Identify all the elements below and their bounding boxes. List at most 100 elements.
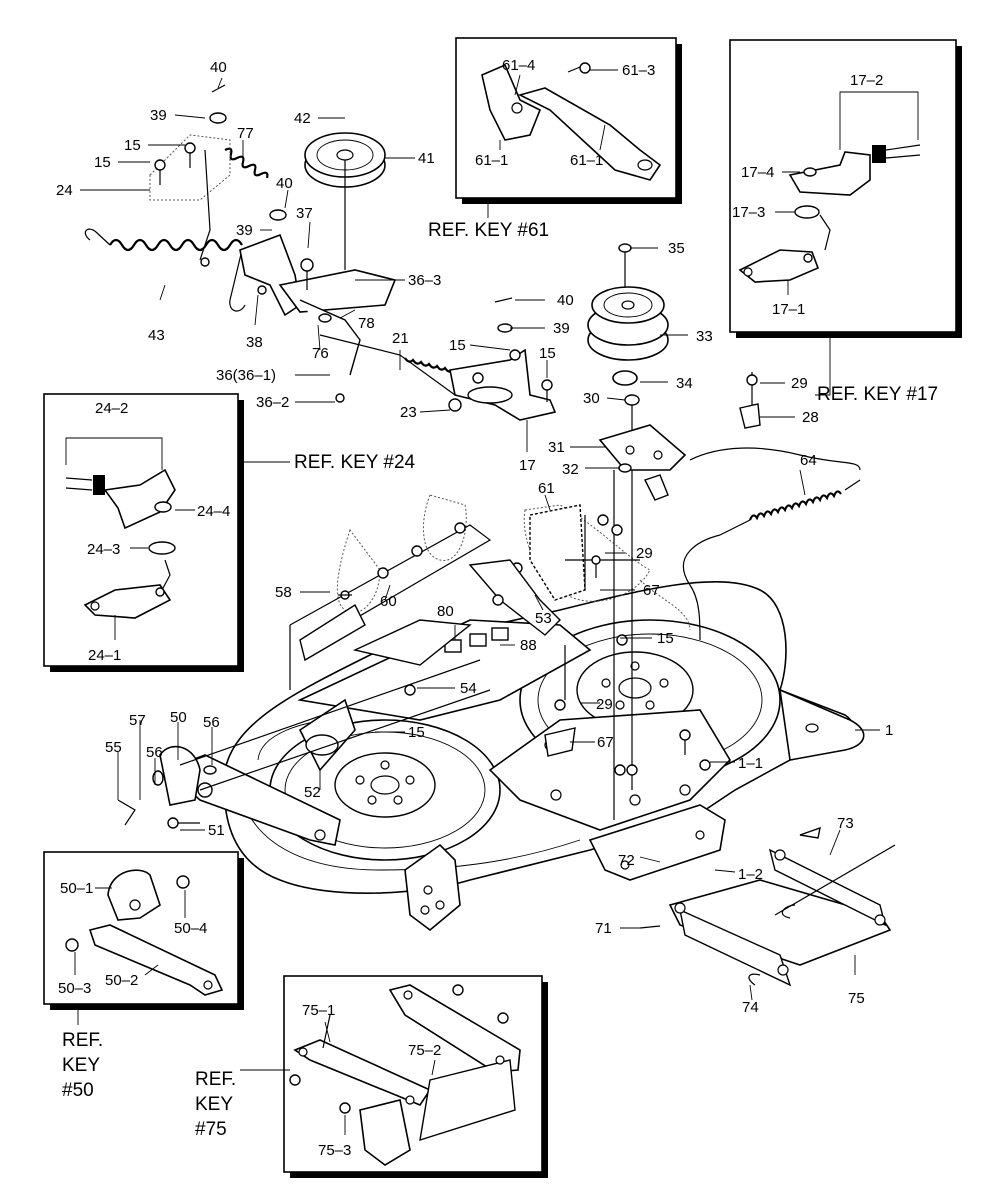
inset-17-label: 17–3	[732, 204, 765, 221]
inset-17-label: 17–2	[850, 72, 883, 89]
callout: 56	[203, 714, 220, 731]
inset-50-label: 50–1	[60, 880, 93, 897]
callout: 73	[837, 815, 854, 832]
front-hanger-75	[639, 826, 896, 987]
inset-ref-key-75: 75–1 75–2 75–3 REF. KEY #75	[195, 975, 548, 1178]
inset-24-label: 24–1	[88, 647, 121, 664]
inset-61-ref: REF. KEY #61	[428, 220, 549, 241]
callout: 80	[437, 603, 454, 620]
callout: 76	[312, 345, 329, 362]
callout: 41	[418, 150, 435, 167]
inset-ref-key-50: 50–1 50–4 50–3 50–2 REF. KEY #50	[43, 851, 244, 1101]
callout: 39	[236, 222, 253, 239]
callout: 74	[742, 999, 759, 1016]
callout: 39	[150, 107, 167, 124]
callout: 88	[520, 637, 537, 654]
left-lift-brackets	[289, 522, 492, 696]
callout: 36–2	[256, 394, 289, 411]
bracket-17	[449, 297, 557, 421]
callout: 28	[802, 409, 819, 426]
callout: 17	[519, 457, 536, 474]
callout: 30	[583, 390, 600, 407]
inset-50-ref-line: KEY	[62, 1055, 100, 1076]
spring-64	[682, 447, 861, 641]
callout-labels: 40 39 77 15 15 24 42 41 40 39 37 36–3 43…	[56, 59, 893, 1016]
inset-50-label: 50–4	[174, 920, 207, 937]
callout: 78	[358, 315, 375, 332]
inset-50-ref-line: REF.	[62, 1030, 103, 1051]
inset-24-label: 24–4	[197, 503, 230, 520]
callout: 58	[275, 584, 292, 601]
inset-50-ref-line: #50	[62, 1080, 94, 1101]
inset-24-label: 24–3	[87, 541, 120, 558]
inset-61-label: 61–1	[475, 152, 508, 169]
dotted-guides	[336, 494, 691, 631]
callout: 23	[400, 404, 417, 421]
callout: 64	[800, 452, 817, 469]
callout: 77	[237, 125, 254, 142]
callout: 60	[380, 593, 397, 610]
callout: 56	[146, 744, 163, 761]
callout: 54	[460, 680, 477, 697]
callout: 37	[296, 205, 313, 222]
callout: 29	[791, 375, 808, 392]
inset-75-label: 75–3	[318, 1142, 351, 1159]
callout: 40	[276, 175, 293, 192]
inset-61-label: 61–4	[502, 57, 535, 74]
callout: 42	[294, 110, 311, 127]
callout: 61	[538, 480, 555, 497]
callout: 15	[449, 337, 466, 354]
callout: 52	[304, 784, 321, 801]
callout: 38	[246, 334, 263, 351]
callout: 34	[676, 375, 693, 392]
callout: 57	[129, 712, 146, 729]
callout: 36–3	[408, 272, 441, 289]
callout: 35	[668, 240, 685, 257]
callout: 55	[105, 739, 122, 756]
callout: 53	[535, 610, 552, 627]
callout: 1–2	[738, 866, 763, 883]
inset-17-label: 17–4	[741, 164, 774, 181]
callout: 36(36–1)	[216, 367, 276, 384]
callout: 67	[643, 582, 660, 599]
callout: 72	[618, 852, 635, 869]
inset-ref-key-61: 61–4 61–3 61–1 61–1 REF. KEY #61	[428, 37, 682, 241]
callout: 51	[208, 822, 225, 839]
inset-50-label: 50–3	[58, 980, 91, 997]
idler-arm-assembly	[84, 84, 462, 412]
inset-17-label: 17–1	[772, 301, 805, 318]
callout: 43	[148, 327, 165, 344]
callout: 67	[597, 734, 614, 751]
leader-lines	[80, 77, 880, 1001]
callout: 15	[408, 724, 425, 741]
inset-75-ref-line: #75	[195, 1119, 227, 1140]
inset-24-ref: REF. KEY #24	[294, 452, 416, 473]
callout: 24	[56, 182, 73, 199]
inset-75-label: 75–1	[302, 1002, 335, 1019]
bracket-61	[468, 504, 711, 776]
callout: 15	[94, 154, 111, 171]
callout: 31	[548, 439, 565, 456]
lift-arm-50	[117, 659, 491, 846]
callout: 39	[553, 320, 570, 337]
callout: 21	[392, 330, 409, 347]
inset-75-ref-line: KEY	[195, 1094, 233, 1115]
callout: 40	[210, 59, 227, 76]
inset-75-label: 75–2	[408, 1042, 441, 1059]
center-pulley-33	[587, 243, 761, 820]
callout: 40	[557, 292, 574, 309]
callout: 29	[636, 545, 653, 562]
inset-ref-key-24: 24–2 24–4 24–3 24–1 REF. KEY #24	[43, 393, 416, 672]
callout: 15	[657, 630, 674, 647]
callout: 75	[848, 990, 865, 1007]
inset-61-label: 61–3	[622, 62, 655, 79]
callout: 15	[124, 137, 141, 154]
callout: 33	[696, 328, 713, 345]
inset-75-ref-line: REF.	[195, 1069, 236, 1090]
callout: 15	[539, 345, 556, 362]
inset-ref-key-17: 17–2 17–4 17–3 17–1 REF. KEY #17	[729, 39, 962, 405]
callout: 1	[885, 722, 893, 739]
inset-61-label: 61–1	[570, 152, 603, 169]
inset-24-label: 24–2	[95, 400, 128, 417]
